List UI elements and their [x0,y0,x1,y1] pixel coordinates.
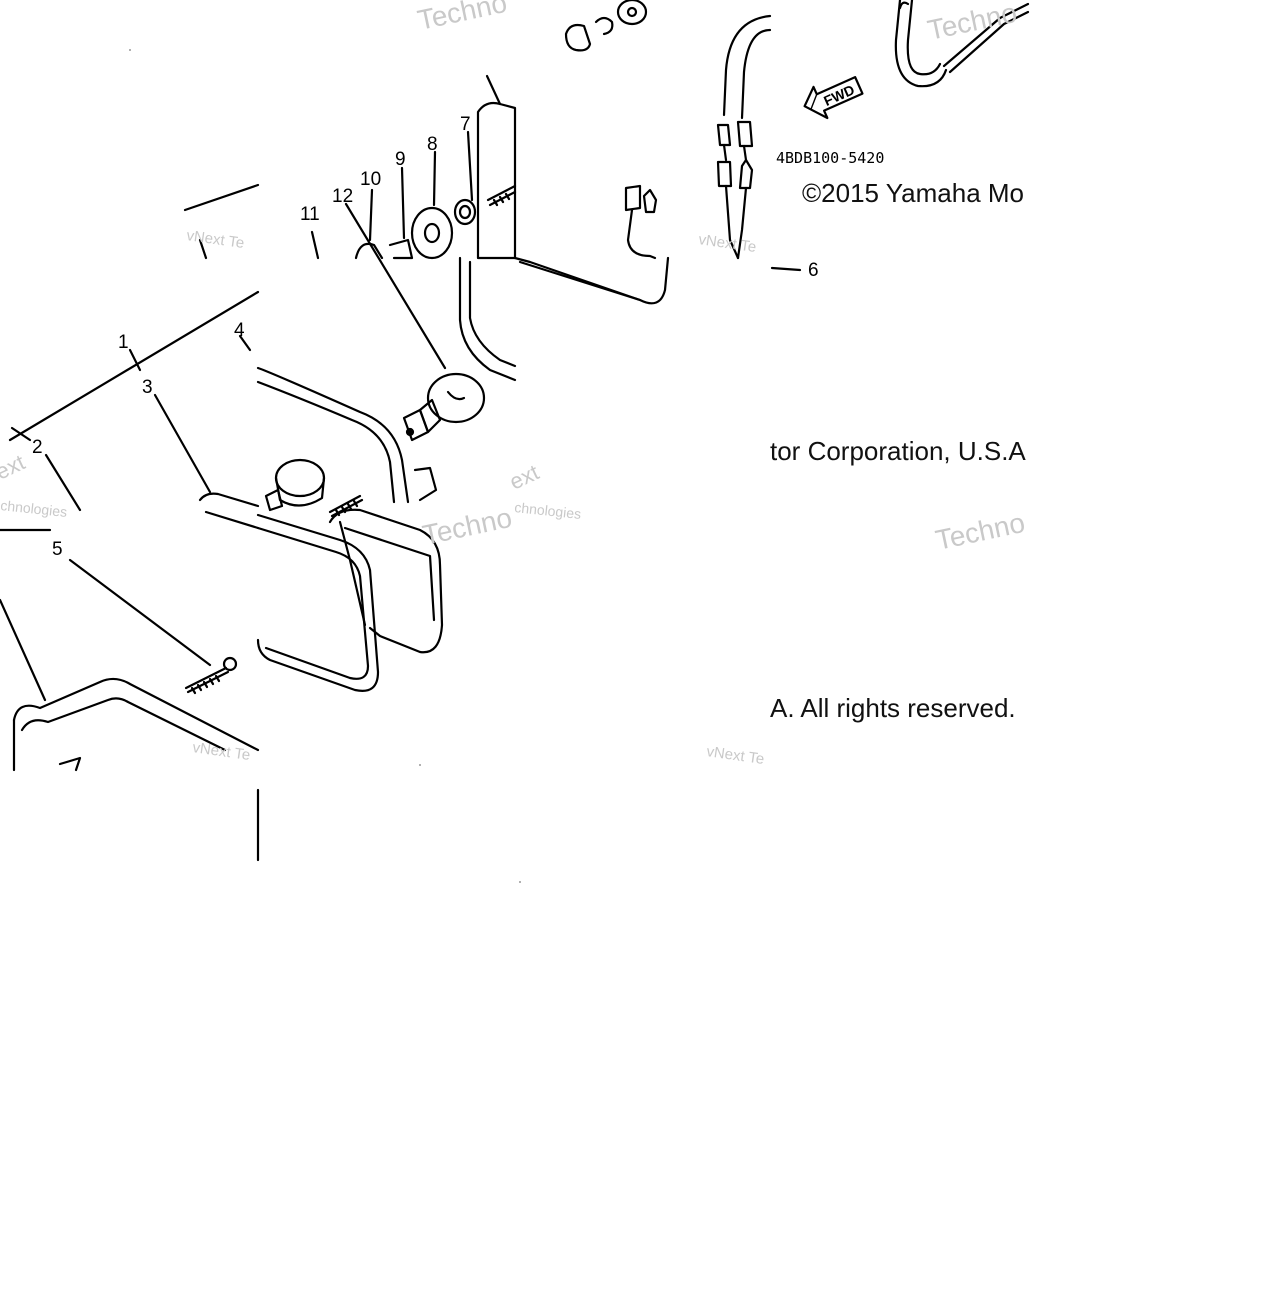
lamp-housing-outline [476,101,517,260]
wire-harness-a [722,14,772,117]
callout-3: 3 [142,377,153,398]
nut-top [564,23,592,52]
watermark-techno-2: Techno [925,0,1020,46]
callout-11: 11 [300,204,320,225]
watermark-vnext-4: vNext Te [705,743,765,768]
nut-10 [354,242,384,260]
lamp-housing-body [458,256,517,382]
lens-outer [256,366,410,504]
cover-housing [12,677,260,752]
collar-9 [388,238,414,260]
callout-4: 4 [234,320,245,341]
callout-2: 2 [32,437,43,458]
copyright-line-3: A. All rights reserved. [770,693,1016,723]
callout-12: 12 [332,186,353,207]
gasket [256,513,380,692]
watermark-techno-1: Techno [415,0,510,36]
watermark-ext-2: ext [506,459,543,494]
screw-5 [184,656,238,695]
grommet-8 [410,206,454,260]
watermark-chnologies-1: chnologies [0,497,68,520]
fwd-arrow-icon: FWD [803,76,864,120]
callout-10: 10 [360,169,381,190]
copyright-line-1: ©2015 Yamaha Mo [802,178,1025,208]
callout-6: 6 [808,260,819,281]
left-gasket [198,492,260,508]
callout-1: 1 [118,332,129,353]
watermark-techno-3: Techno [420,502,515,551]
watermark-vnext-1: vNext Te [185,227,245,252]
copyright-line-2: tor Corporation, U.S.A [770,436,1026,466]
watermark-ext-1: ext [0,449,29,484]
stud-bolt [486,184,517,207]
part-code: 4BDB100-5420 [776,149,884,167]
watermark-chnologies-2: chnologies [514,499,582,522]
bulb-illustration [402,372,486,442]
socket-illustration [264,458,326,512]
wire-harness-b [894,0,948,88]
callout-8: 8 [427,134,438,155]
callout-9: 9 [395,149,406,170]
watermark-vnext-2: vNext Te [697,231,757,256]
callout-5: 5 [52,539,63,560]
callout-7: 7 [460,114,471,135]
watermark-techno-4: Techno [933,507,1028,556]
screw-lens [328,494,364,518]
washer-7 [453,198,477,226]
connector-left [624,184,642,212]
